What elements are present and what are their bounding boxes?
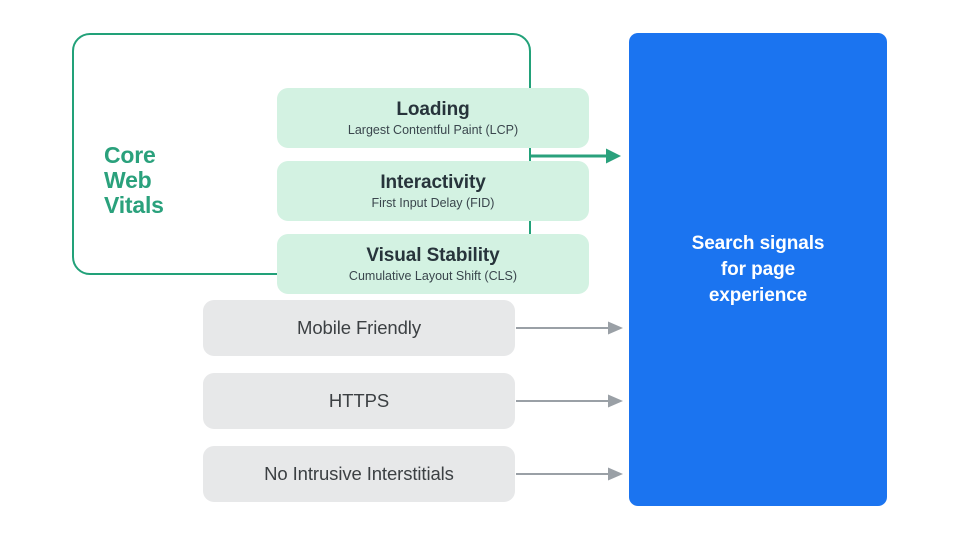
metric-subtitle: Cumulative Layout Shift (CLS) (348, 268, 518, 283)
signal-box-no-intrusive-interstitials: No Intrusive Interstitials (203, 446, 515, 502)
metric-title: Interactivity (380, 171, 486, 193)
metric-title: Visual Stability (366, 244, 500, 266)
no-intrusive-interstitials-arrow (516, 467, 623, 481)
core-web-vitals-label: Core Web Vitals (104, 142, 164, 218)
metric-subtitle: Largest Contentful Paint (LCP) (347, 122, 519, 137)
search-signals-panel: Search signals for page experience (629, 33, 887, 506)
signal-label: Mobile Friendly (297, 317, 421, 338)
metric-subtitle: First Input Delay (FID) (371, 195, 495, 210)
mobile-friendly-arrow (516, 321, 623, 335)
core-web-vitals-group: Core Web Vitals Loading Largest Contentf… (72, 33, 589, 294)
signal-box-mobile-friendly: Mobile Friendly (203, 300, 515, 356)
signal-label: HTTPS (328, 390, 390, 411)
metric-title: Loading (396, 98, 470, 120)
metric-card-interactivity: Interactivity First Input Delay (FID) (277, 161, 589, 221)
https-arrow (516, 394, 623, 408)
metric-card-visual-stability: Visual Stability Cumulative Layout Shift… (277, 234, 589, 294)
search-signals-panel-text: Search signals for page experience (691, 232, 825, 306)
signal-label: No Intrusive Interstitials (264, 463, 454, 484)
signal-box-https: HTTPS (203, 373, 515, 429)
metric-card-loading: Loading Largest Contentful Paint (LCP) (277, 88, 589, 148)
